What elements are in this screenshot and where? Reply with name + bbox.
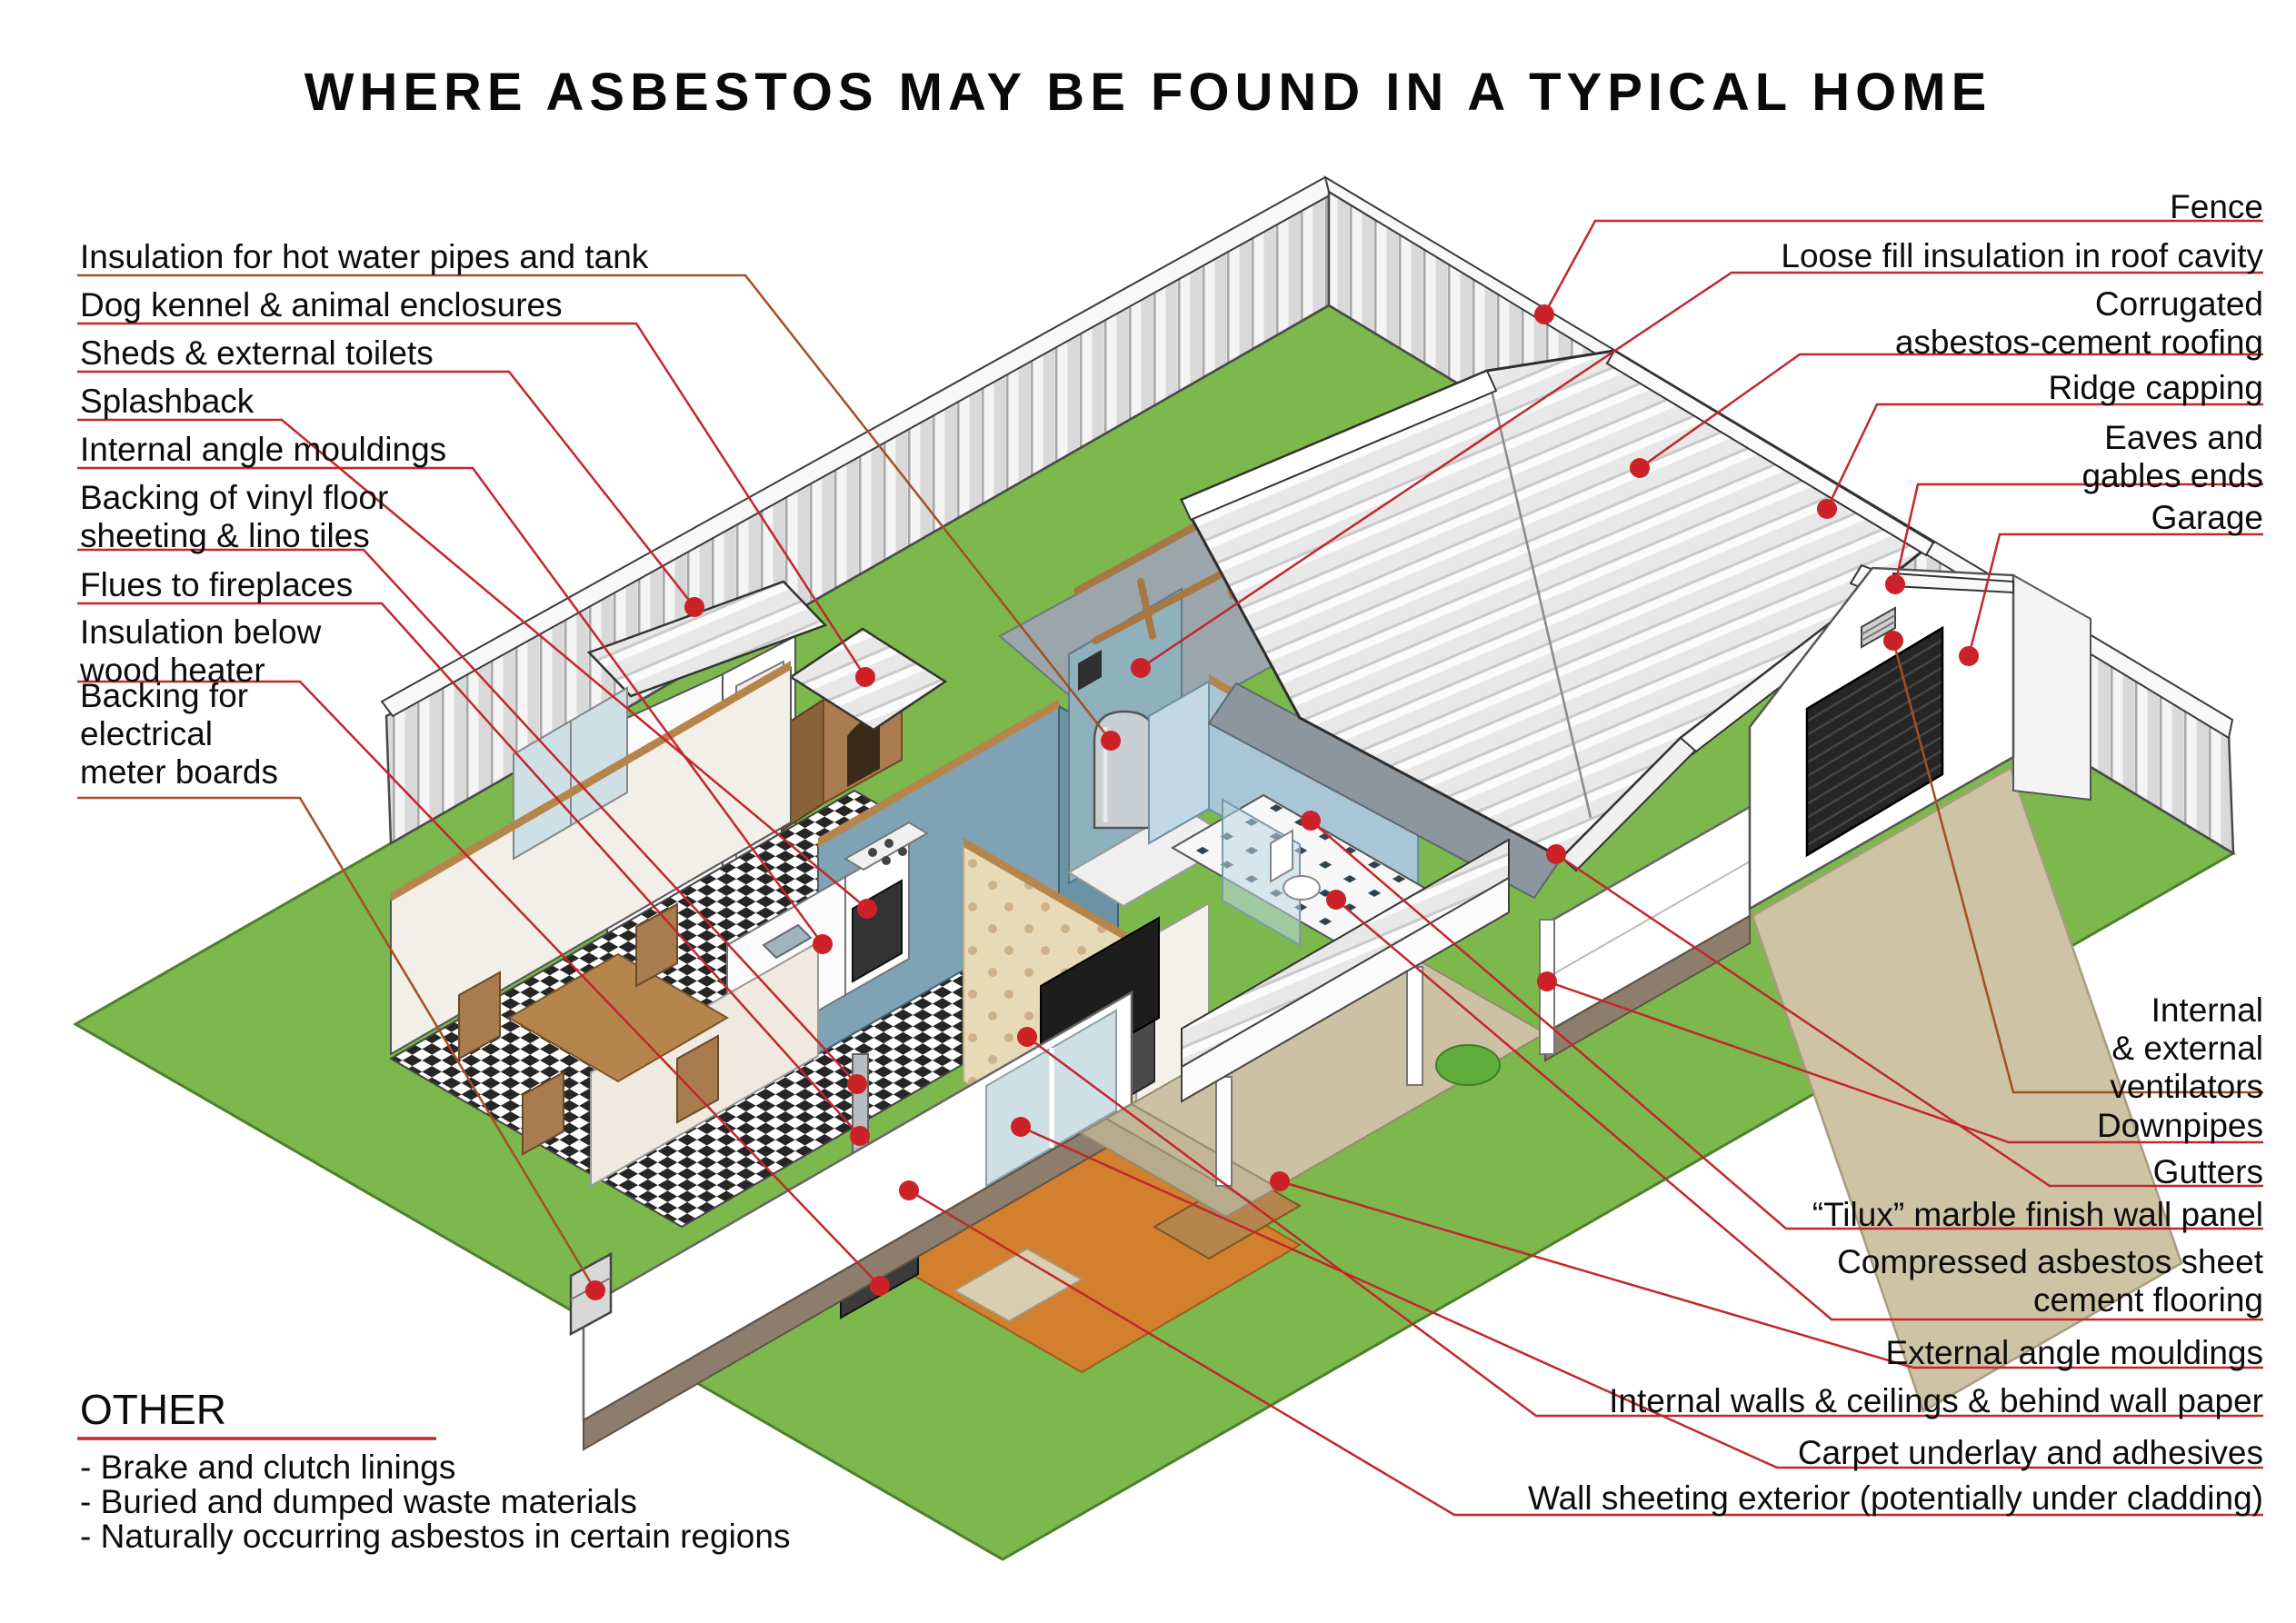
porch-roof [1181, 838, 1510, 1103]
label-loose-fill-insulation: Loose fill insulation in roof cavity [1781, 237, 2263, 274]
leader-dots [585, 304, 1979, 1300]
meter-box-small [1078, 650, 1102, 691]
label-internal-angle-mouldings: Internal angle mouldings [80, 431, 447, 468]
ridge-capping [1605, 349, 1935, 557]
other-item-buried-waste: - Buried and dumped waste materials [80, 1483, 637, 1520]
page-title: WHERE ASBESTOS MAY BE FOUND IN A TYPICAL… [304, 63, 1992, 122]
driveway [1751, 766, 2183, 1413]
armchair [952, 1247, 1084, 1323]
label-wall-sheeting-exterior: Wall sheeting exterior (potentially unde… [1528, 1479, 2263, 1517]
wall-top-plate [818, 699, 1059, 847]
label-tilux-panel: “Tilux” marble finish wall panel [1812, 1196, 2263, 1233]
toilet-bowl [1283, 875, 1321, 901]
chair [676, 1034, 719, 1124]
gable-bargeboard [1180, 369, 1498, 522]
label-ventilators: Internal & external ventilators [2110, 991, 2263, 1105]
label-insulation-wood-heater: Insulation below wood heater [80, 613, 322, 689]
kitchen-sink [762, 923, 813, 960]
chair [458, 971, 501, 1060]
label-flues-fireplaces: Flues to fireplaces [80, 566, 354, 603]
front-wall [569, 990, 1133, 1451]
other-heading: OTHER [80, 1386, 226, 1433]
label-downpipes: Downpipes [2096, 1107, 2263, 1144]
label-hot-water-insulation: Insulation for hot water pipes and tank [80, 238, 649, 275]
label-external-angle-mouldings: External angle mouldings [1885, 1334, 2263, 1371]
shower-screen [1222, 798, 1301, 947]
dining-table-set [458, 902, 729, 1156]
porch-step [1078, 1117, 1254, 1219]
label-dog-kennel: Dog kennel & animal enclosures [80, 286, 563, 324]
wall-top-plate [963, 838, 1136, 947]
label-compressed-sheet-flooring: Compressed asbestos sheet cement floorin… [1837, 1243, 2263, 1319]
wall-top-plate [391, 661, 791, 901]
label-vinyl-floor-backing: Backing of vinyl floor sheeting & lino t… [80, 479, 389, 554]
label-fence: Fence [2170, 188, 2263, 225]
label-gutters: Gutters [2152, 1153, 2263, 1190]
porch-fascia-gutter [1181, 876, 1510, 1103]
toilet-cistern [1270, 829, 1293, 883]
label-ridge-capping: Ridge capping [2048, 369, 2263, 406]
label-carpet-underlay: Carpet underlay and adhesives [1797, 1434, 2263, 1471]
roof-hip-line [1485, 370, 1592, 819]
chair [522, 1070, 564, 1156]
label-sheds-toilets: Sheds & external toilets [80, 334, 434, 372]
shed-roof [586, 580, 828, 698]
label-corrugated-roofing: Corrugated asbestos-cement roofing [1894, 285, 2263, 361]
gutter [1560, 736, 1697, 872]
other-item-natural-asbestos: - Naturally occurring asbestos in certai… [80, 1518, 791, 1555]
label-garage: Garage [2151, 499, 2263, 536]
chair [635, 902, 678, 988]
garage [1748, 566, 2091, 911]
label-internal-walls-ceilings: Internal walls & ceilings & behind wall … [1609, 1382, 2263, 1419]
other-item-brake-clutch: - Brake and clutch linings [80, 1449, 456, 1486]
garden-bush [1435, 1044, 1501, 1086]
front-porch [1078, 919, 1555, 1219]
porch-post [1215, 1076, 1233, 1187]
right-wing-wall [1543, 804, 1752, 1062]
label-eaves-gables: Eaves and gables ends [2081, 419, 2263, 494]
label-meter-board-backing: Backing for electrical meter boards [80, 677, 278, 791]
porch-post [1406, 966, 1423, 1086]
kennel-door-arch [847, 717, 880, 787]
leader-lines [77, 219, 2263, 1517]
label-splashback: Splashback [80, 383, 255, 420]
house [389, 349, 2091, 1451]
garage-side-wall [2012, 573, 2091, 802]
